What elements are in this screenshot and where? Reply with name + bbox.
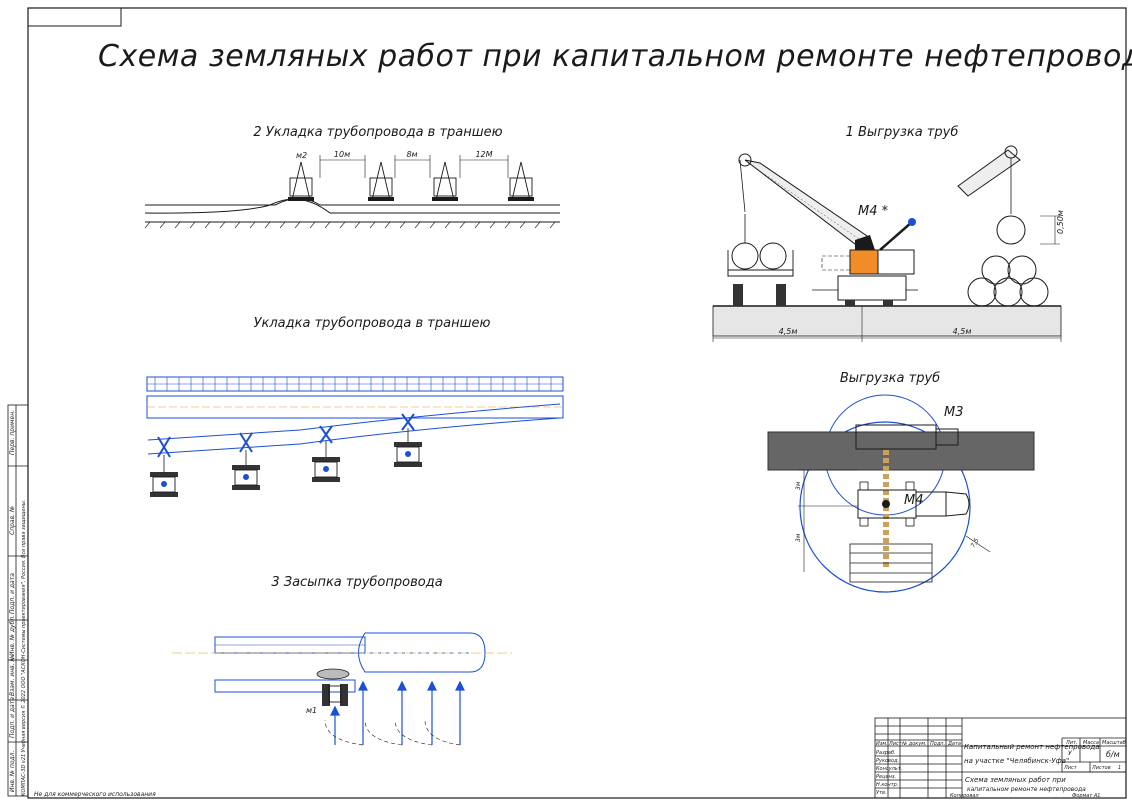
unload-dim-1: 4,5м [779,327,798,336]
side-stamp-replace-no: Взам. инв. № [9,655,16,696]
unload-profile-section: 1 Выгрузка труб [712,125,1065,342]
side-stamp-dup-no: Инв. № дубл. [9,615,16,656]
laying-dimensions [319,155,509,178]
tb-sheet-title-line1: Схема земляных работ при [965,776,1066,784]
backfill-caption: 3 Засыпка трубопровода [271,575,442,590]
laying-profile-section: 2 Укладка трубопровода в траншею [144,125,560,229]
side-stamp-sign-date-2: Подп. и дата [9,697,16,738]
side-note: КОМПАС-3D v21 Учебная версия © 2022 ООО … [20,500,27,796]
tb-lit-label: Лит. [1065,740,1078,746]
laying-dim-2: 8м [406,150,417,159]
crane-plan [857,481,970,527]
laying-machine-label: м2 [296,151,307,160]
tb-role-supervisor: Руковод. [876,758,899,764]
tb-role-approved: Утв. [876,790,887,796]
pipe-stack [957,145,1049,307]
bottom-note: Не для коммерческого использования [34,791,156,798]
laying-dim-3: 12М [475,150,492,159]
unload-height-dim: 0,50м [1056,210,1065,234]
tb-col-date: Дата [947,741,961,747]
tb-col-change: Изм. [876,741,888,747]
unload-plan-crane-label: М4 [904,493,924,508]
tb-role-reviewer: Реценз. [876,774,896,780]
unload-plan-caption: Выгрузка труб [840,371,940,386]
pipelayer [289,161,533,201]
title-block [874,717,1127,799]
backfill-swing-arcs [324,719,461,746]
unload-dimensions [712,306,1062,342]
side-stamp-first-use: Перв. примен. [9,410,16,455]
laying-plan-caption: Укладка трубопровода в траншею [254,316,491,331]
pipe-trailer [727,214,794,306]
backfill-arrows [330,680,465,745]
ground-hatch [144,221,556,229]
tb-project-line2: на участке "Челябинск-Уфа" [964,757,1069,765]
plan-dim-b: 3м [795,533,802,542]
unload-profile-caption: 1 Выгрузка труб [846,125,959,140]
tb-sheet-title-line2: капитальном ремонте нефтепровода [967,786,1086,793]
tb-col-sheet: Лист [888,741,903,747]
unload-plan-truck-label: М3 [944,405,964,420]
ruler-ticks [154,377,552,391]
tb-sheet-label: Лист [1063,765,1078,771]
laying-dim-1: 10м [334,150,350,159]
tb-project-line1: Капитальный ремонт нефтепровода [964,743,1100,751]
backfill-section: 3 Засыпка трубопровода м1 [172,575,512,746]
tb-scale-value: б/м [1106,750,1120,759]
unload-machine-label: М4 * [858,204,889,219]
sheet-frame [27,7,1127,799]
pipe-slings [157,413,415,458]
plan-dim-a: 3м [795,481,802,490]
unload-plan-section: Выгрузка труб М4 М3 3м [767,371,1035,593]
crane-boom [738,153,872,245]
tb-mass-label: Масса [1083,740,1099,746]
tb-format: Формат А1 [1072,793,1100,799]
plan-dimensions [798,469,991,572]
backfill-machine-label: м1 [306,706,317,715]
pipe-stack-plan [849,543,933,583]
tb-col-sign: Подп. [930,741,945,747]
laying-profile-caption: 2 Укладка трубопровода в траншею [253,125,502,140]
side-stamp-sign-date-1: Подп. и дата [9,573,16,614]
pipelayer-plan [150,428,422,497]
tb-col-doc: № докум. [901,741,927,747]
laying-plan-section: Укладка трубопровода в траншею [146,316,564,497]
tb-lit-value: У [1068,750,1072,757]
tb-role-consultant: Консульт. [876,766,902,772]
tb-scale-label: Масштаб [1102,740,1126,746]
tb-role-norm-control: Н.контр. [876,782,898,788]
pipelayer-tracks [288,197,534,201]
tb-sheets-value: 1 [1118,765,1121,771]
side-stamp-orig-no: Инв. № подл. [9,751,16,792]
unload-dim-2: 4,5м [953,327,972,336]
tb-copied: Копировал [950,793,979,799]
side-stamp-ref-no: Справ. № [9,506,16,535]
tb-role-developer: Разраб. [876,750,896,756]
crane-body [812,218,918,306]
bulldozer [316,668,350,706]
sheet-title: Схема земляных работ при капитальном рем… [98,39,1132,74]
tb-sheets-label: Листов [1091,765,1111,771]
plan-radius: 7,5 [970,537,981,549]
side-stamp [7,404,29,797]
